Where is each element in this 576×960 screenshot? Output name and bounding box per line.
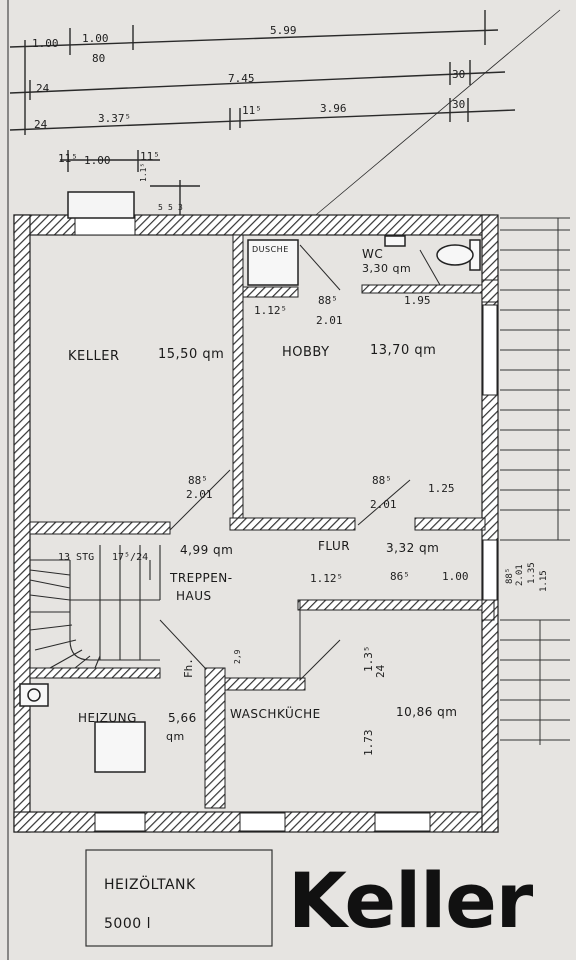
dim-flur-c: 1.00 — [442, 570, 469, 583]
outside-steps — [500, 217, 570, 745]
dim-row3-a: 24 — [34, 118, 48, 131]
shower-tray — [247, 239, 299, 286]
room-keller-area: 15,50 qm — [158, 347, 224, 362]
dim-window-b: 1.00 — [84, 154, 111, 167]
boiler — [94, 721, 146, 773]
dim-wk-c: 1.73 — [362, 730, 375, 757]
dim-side-a: 88⁵ — [505, 568, 515, 584]
room-treppenhaus-area: 4,99 qm — [180, 543, 233, 557]
dim-hobby-door-a: 88⁵ — [372, 474, 392, 487]
dim-window-a: 11⁵ — [58, 152, 78, 165]
room-hobby-area: 13,70 qm — [370, 343, 436, 358]
room-hobby-name: HOBBY — [282, 345, 330, 360]
dim-flur-b: 86⁵ — [390, 570, 410, 583]
dimension-lines — [7, 0, 561, 960]
oil-tank — [85, 849, 273, 947]
openings — [74, 214, 498, 832]
dim-wc-door-d: 1.95 — [404, 294, 431, 307]
dim-wc-door-a: 1.12⁵ — [254, 304, 287, 317]
interior-walls — [29, 234, 499, 809]
room-flur-name: FLUR — [318, 539, 350, 553]
dim-hobby-door-b: 2.01 — [370, 498, 397, 511]
dim-window-side-d: 3 — [178, 203, 183, 212]
room-wc-name: WC — [362, 247, 383, 261]
dim-row3-e: 30 — [452, 98, 465, 111]
dim-window-side-a: 1.1⁵ — [139, 163, 148, 182]
dim-row2-c: 30 — [452, 68, 465, 81]
dim-row2-b: 7.45 — [228, 72, 255, 85]
dim-side-c: 1.35 — [527, 562, 537, 584]
dim-row1-a: 1.00 — [32, 37, 59, 50]
fixtures — [19, 235, 481, 773]
room-dusche-name: DUSCHE — [252, 245, 289, 254]
floor-caption: Keller — [288, 856, 533, 945]
wc-bowl — [436, 244, 474, 266]
dim-row1-b: 1.00 — [82, 32, 109, 45]
dim-wk-a: 1.3⁵ — [362, 646, 375, 673]
dim-wc-door-c: 2.01 — [316, 314, 343, 327]
dim-window-c: 11⁵ — [140, 150, 160, 163]
room-treppenhaus-name2: HAUS — [176, 589, 212, 603]
stair-size: 17⁵/24 — [112, 552, 148, 563]
room-waschkueche-area: 10,86 qm — [396, 705, 457, 719]
dim-window-side-c: 5 — [168, 203, 173, 212]
dim-wk-b: 24 — [374, 664, 387, 678]
room-heizung-name: HEIZUNG — [78, 711, 137, 725]
door-swings — [159, 244, 441, 682]
dim-row1-c: 80 — [92, 52, 105, 65]
dim-row3-d: 3.96 — [320, 102, 347, 115]
room-waschkueche-name: WASCHKÜCHE — [230, 705, 321, 721]
dim-keller-door-a: 88⁵ — [188, 474, 208, 487]
dim-row2-a: 24 — [36, 82, 50, 95]
dim-flur-a: 1.12⁵ — [310, 572, 343, 585]
dim-wc-door-b: 88⁵ — [318, 294, 338, 307]
room-treppenhaus-name1: TREPPEN- — [169, 571, 233, 585]
room-keller-name: KELLER — [68, 349, 119, 364]
stairs — [29, 545, 161, 669]
dim-side-b: 2.01 — [515, 564, 525, 586]
dim-side-d: 1.15 — [539, 570, 549, 592]
dim-keller-door-b: 2.01 — [186, 488, 213, 501]
dim-row1-d: 5.99 — [270, 24, 297, 37]
tank-volume: 5000 l — [104, 916, 151, 932]
room-heizung-area: 5,66 — [168, 711, 197, 725]
chimney — [19, 683, 49, 707]
room-heizung-unit: qm — [166, 730, 185, 743]
fh-dim: 2,9 — [233, 649, 242, 664]
fh-label: Fh. — [182, 658, 195, 678]
dim-row3-c: 11⁵ — [242, 104, 262, 117]
stair-steps: 13 STG — [58, 552, 94, 563]
window-shaft — [67, 191, 135, 219]
room-wc-area: 3,30 qm — [362, 262, 411, 275]
dim-row3-b: 3.37⁵ — [98, 112, 131, 125]
dim-window-side-b: 5 — [158, 203, 163, 212]
room-flur-area: 3,32 qm — [386, 541, 439, 555]
tank-label: HEIZÖLTANK — [104, 875, 196, 893]
wash-basin — [384, 235, 406, 247]
dim-hobby-door-c: 1.25 — [428, 482, 455, 495]
